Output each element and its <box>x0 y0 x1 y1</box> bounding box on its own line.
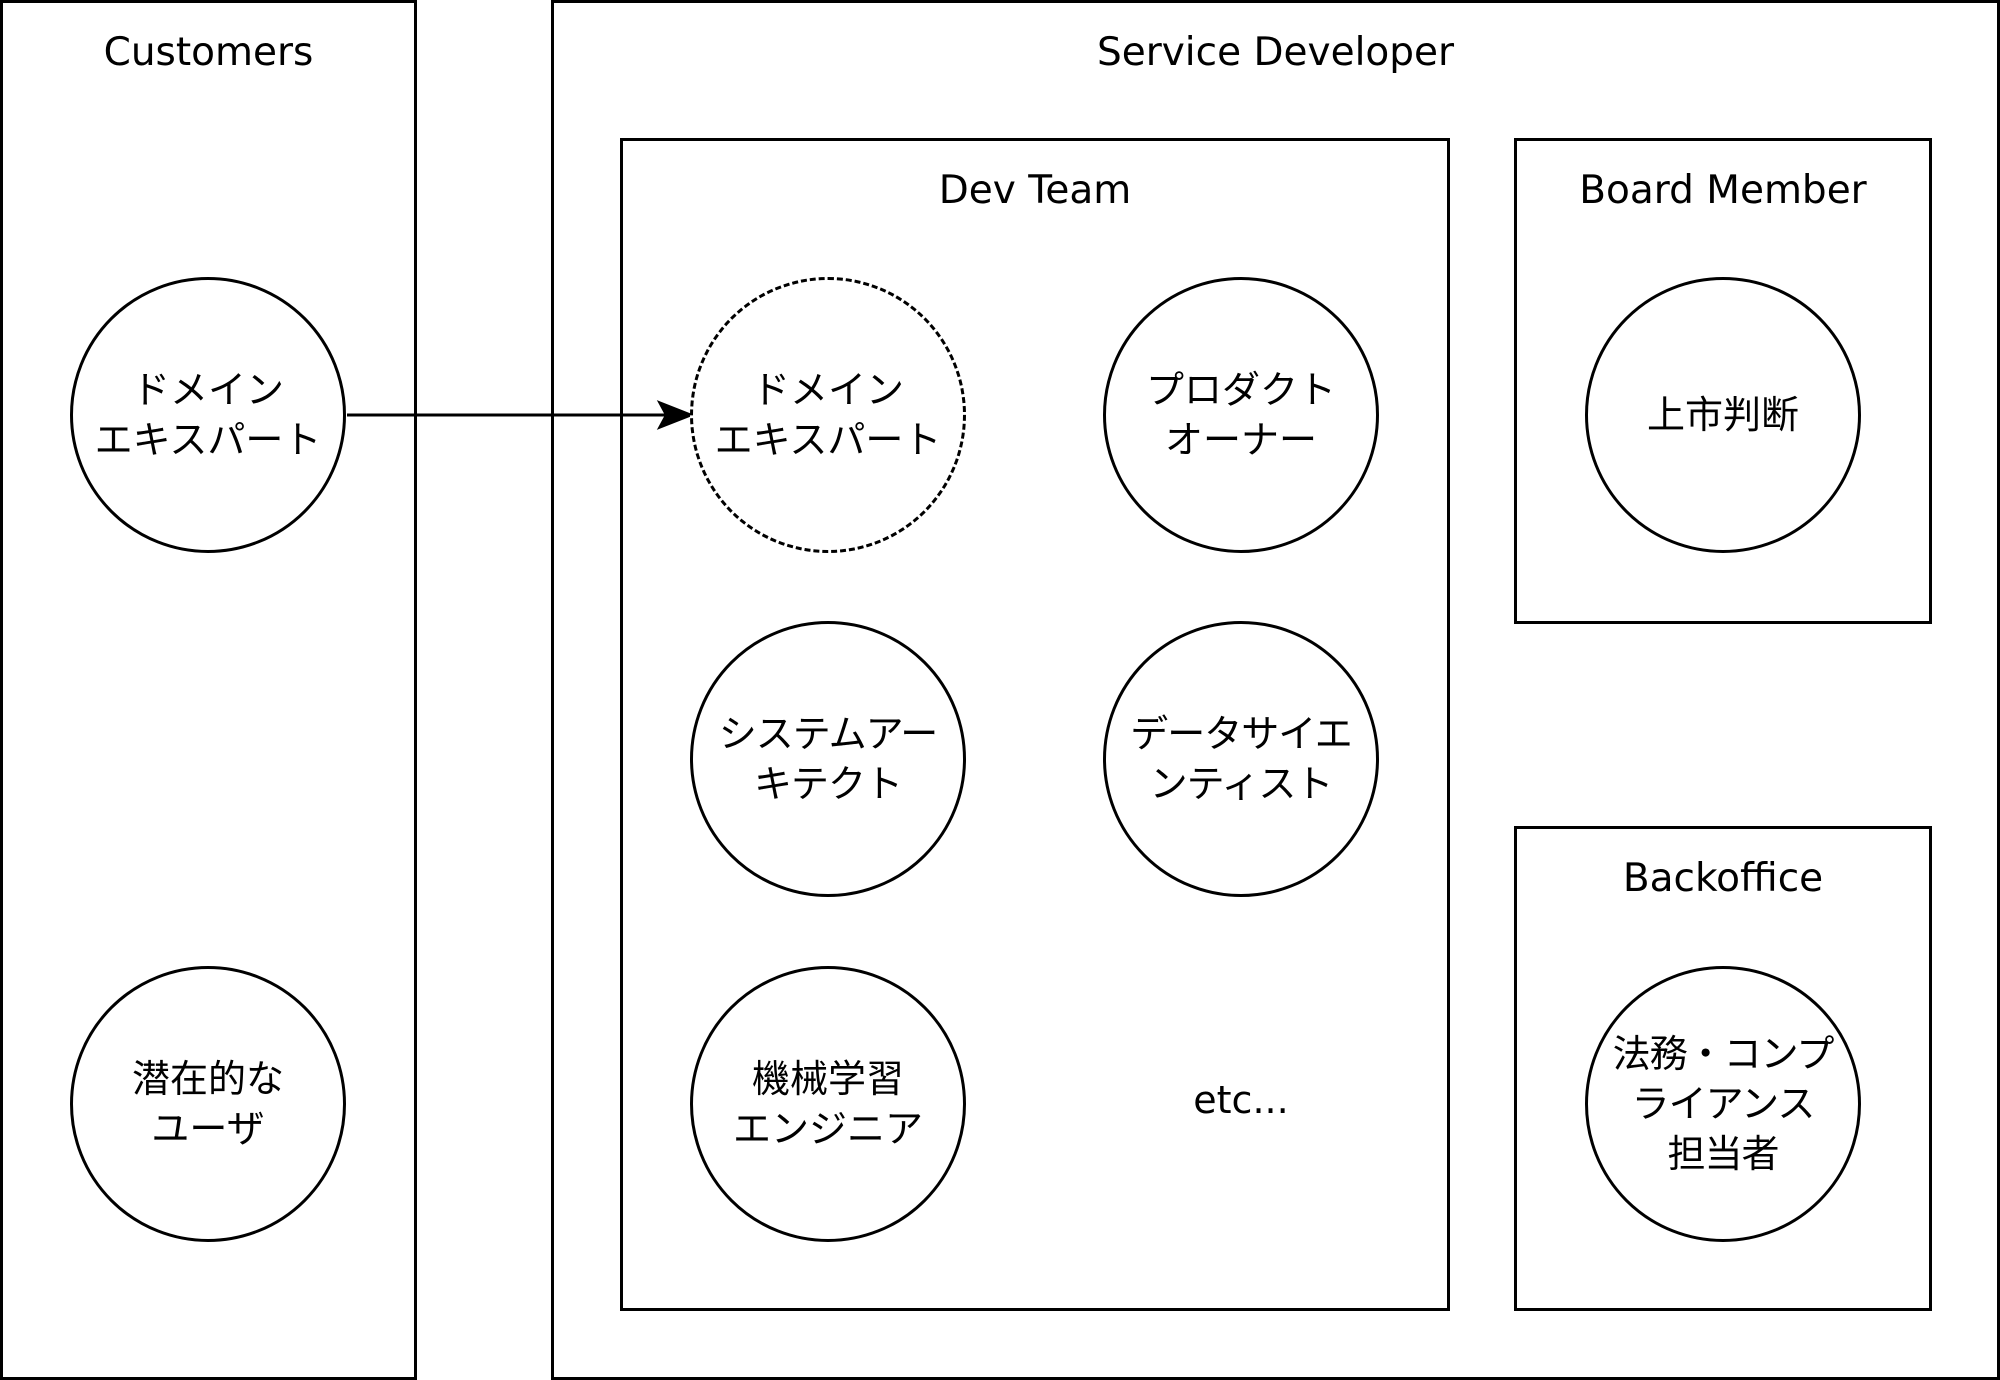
customer-domain-expert-label: ドメイン エキスパート <box>94 368 322 462</box>
ml-engineer-label: 機械学習 エンジニア <box>732 1057 923 1151</box>
system-architect-node: システムアー キテクト <box>690 621 966 897</box>
product-owner-node: プロダクト オーナー <box>1103 277 1379 553</box>
dev-domain-expert-node: ドメイン エキスパート <box>690 277 966 553</box>
data-scientist-label: データサイエ ンティスト <box>1130 712 1353 806</box>
listing-decision-node: 上市判断 <box>1585 277 1861 553</box>
etc-label: etc... <box>1193 1078 1289 1122</box>
legal-compliance-label: 法務・コンプ ライアンス 担当者 <box>1612 1032 1835 1176</box>
ml-engineer-node: 機械学習 エンジニア <box>690 966 966 1242</box>
customer-domain-expert-node: ドメイン エキスパート <box>70 277 346 553</box>
board-member-title: Board Member <box>1579 168 1867 213</box>
backoffice-title: Backoffice <box>1622 856 1824 901</box>
service-developer-title: Service Developer <box>1096 30 1455 75</box>
product-owner-label: プロダクト オーナー <box>1145 368 1336 462</box>
dev-team-title: Dev Team <box>938 168 1132 213</box>
legal-compliance-node: 法務・コンプ ライアンス 担当者 <box>1585 966 1861 1242</box>
system-architect-label: システムアー キテクト <box>718 712 939 806</box>
dev-domain-expert-label: ドメイン エキスパート <box>714 368 942 462</box>
potential-user-label: 潜在的な ユーザ <box>131 1057 284 1151</box>
customers-title: Customers <box>103 30 314 75</box>
potential-user-node: 潜在的な ユーザ <box>70 966 346 1242</box>
data-scientist-node: データサイエ ンティスト <box>1103 621 1379 897</box>
listing-decision-label: 上市判断 <box>1646 393 1799 437</box>
